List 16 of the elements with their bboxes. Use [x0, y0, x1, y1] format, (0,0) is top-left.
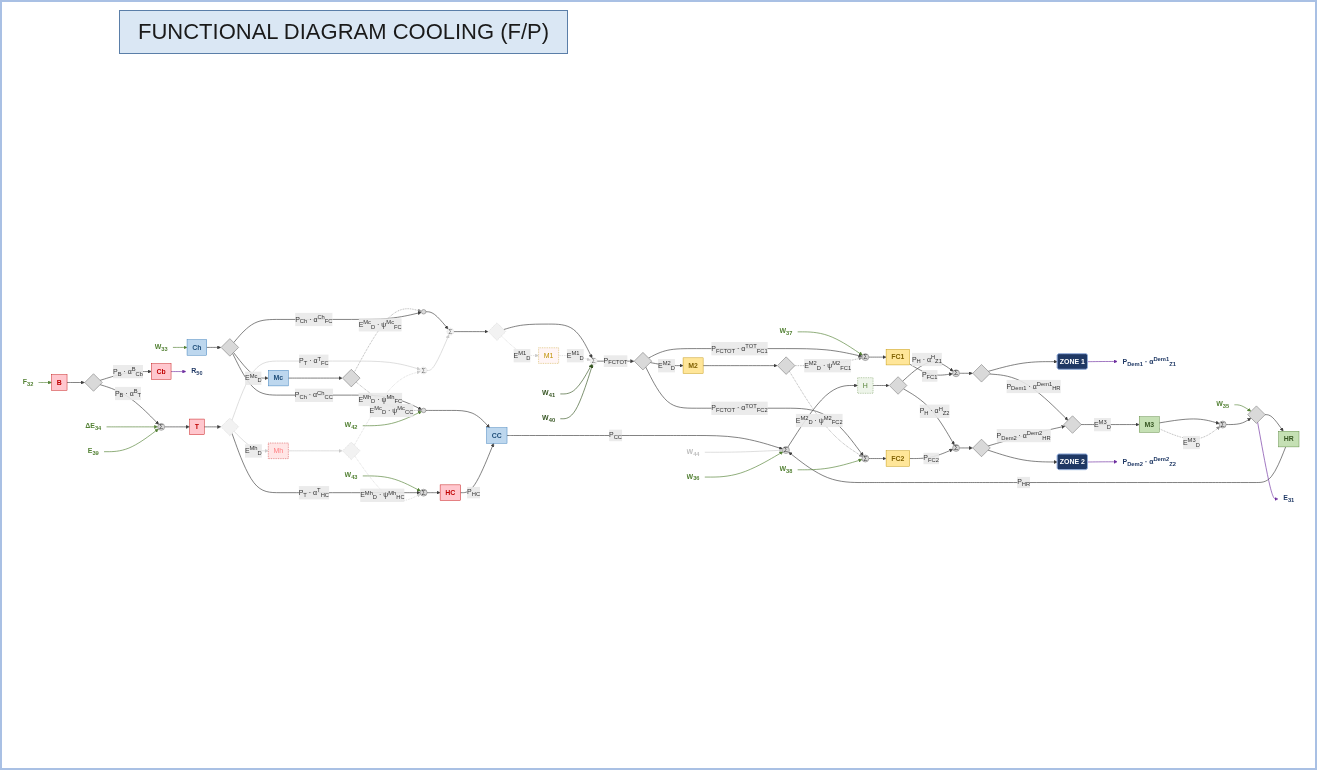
- node-diamond: [220, 417, 239, 436]
- node-diamond: [342, 441, 361, 460]
- node-diamond: [972, 364, 991, 383]
- node-diamond: [488, 322, 506, 341]
- node-diamond: [633, 352, 652, 371]
- node-diamond: [84, 373, 103, 392]
- diagram-title: FUNCTIONAL DIAGRAM COOLING (F/P): [119, 10, 569, 54]
- node-diamond: [220, 338, 239, 357]
- node-diamond: [972, 438, 991, 457]
- node-diamond: [342, 369, 361, 388]
- node-diamond: [1247, 405, 1266, 424]
- node-diamond: [1063, 415, 1082, 434]
- node-circle: [421, 309, 427, 315]
- node-diamond: [777, 356, 796, 375]
- node-circle: [421, 407, 427, 413]
- node-diamond: [889, 376, 908, 395]
